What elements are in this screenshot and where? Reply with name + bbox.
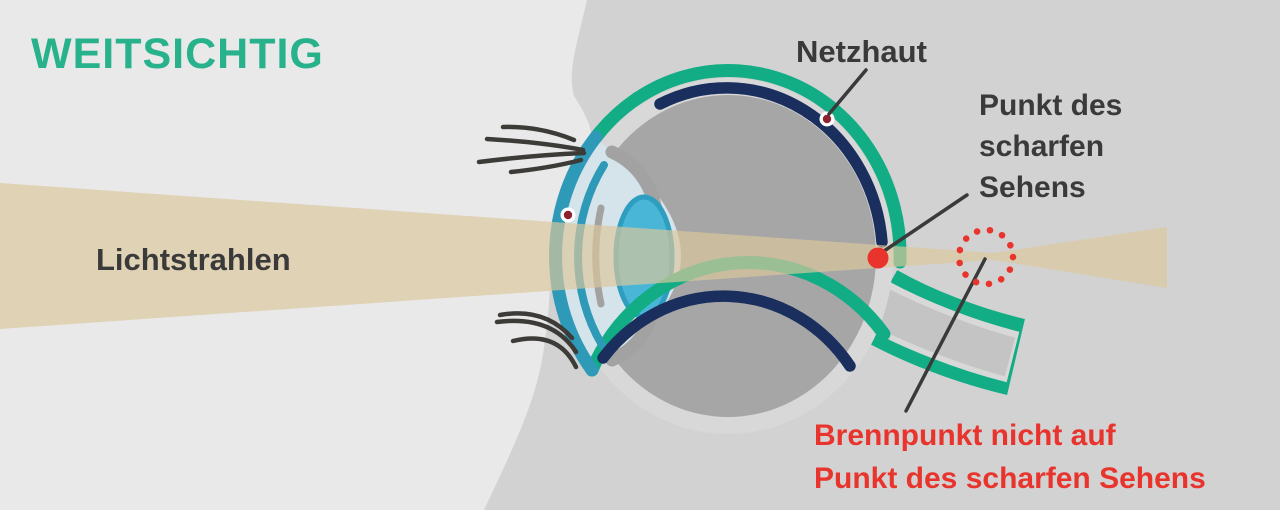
label-light-rays: Lichtstrahlen — [96, 242, 291, 277]
retina-marker-dot — [819, 111, 835, 127]
light-beam-diverging — [993, 227, 1167, 288]
optic-nerve — [858, 269, 1026, 395]
label-retina: Netzhaut — [796, 34, 927, 69]
page-title: WEITSICHTIG — [31, 30, 324, 78]
upper-eyelashes — [476, 124, 587, 175]
label-sharp-point-line2: scharfen — [979, 130, 1105, 163]
sharp-vision-dot — [867, 247, 889, 269]
label-sharp-point-line3: Sehens — [979, 171, 1086, 204]
retina-arc — [597, 82, 888, 372]
lower-eyelashes — [494, 311, 579, 370]
marker-dots — [560, 111, 835, 223]
annotation-lines — [827, 68, 987, 413]
focal-dotted-circle — [955, 226, 1017, 288]
sharp-point-pointer-line — [882, 193, 969, 253]
focal-pointer-line — [904, 257, 987, 413]
label-focal-warning: Brennpunkt nicht auf Punkt des scharfen … — [814, 414, 1206, 500]
label-sharp-vision-point: Punkt des scharfen Sehens — [979, 85, 1122, 208]
eyelashes — [476, 124, 587, 370]
light-beam — [0, 183, 1167, 329]
light-beam-converging — [0, 183, 993, 329]
label-focal-warning-line2: Punkt des scharfen Sehens — [814, 462, 1206, 495]
label-focal-warning-line1: Brennpunkt nicht auf — [814, 419, 1116, 452]
label-sharp-point-line1: Punkt des — [979, 89, 1123, 122]
retina-pointer-line — [827, 68, 868, 116]
cornea-marker-dot — [560, 207, 576, 223]
